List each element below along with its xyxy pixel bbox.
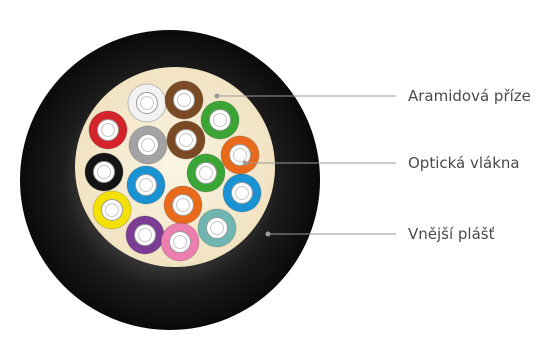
fiber-grey-4: [128, 125, 168, 165]
fiber-red-3: [88, 110, 128, 150]
fiber-inner-ring: [177, 93, 191, 107]
fiber-turquoise-13: [197, 208, 237, 248]
fiber-brown-1: [164, 80, 204, 120]
fiber-core: [173, 89, 195, 111]
fiber-core: [172, 194, 194, 216]
fiber-yellow-12: [92, 190, 132, 230]
fiber-brown-5: [166, 120, 206, 160]
fiber-inner-ring: [140, 96, 154, 110]
fiber-core: [195, 162, 217, 184]
fiber-inner-ring: [138, 228, 152, 242]
fiber-inner-ring: [173, 235, 187, 249]
optical-fibers: [84, 80, 262, 262]
fiber-core: [137, 134, 159, 156]
fiber-core: [134, 224, 156, 246]
fiber-violet-14: [125, 215, 165, 255]
fiber-white-0: [127, 83, 167, 123]
fiber-inner-ring: [141, 138, 155, 152]
fiber-green-9: [186, 153, 226, 193]
fiber-core: [231, 182, 253, 204]
fiber-blue-10: [222, 173, 262, 213]
fiber-core: [101, 199, 123, 221]
fiber-inner-ring: [97, 165, 111, 179]
leader-sheath: [265, 231, 396, 237]
fiber-core: [136, 92, 158, 114]
fiber-orange-6: [220, 135, 260, 175]
fiber-core: [135, 174, 157, 196]
fiber-orange-11: [163, 185, 203, 225]
fiber-inner-ring: [176, 198, 190, 212]
fiber-inner-ring: [105, 203, 119, 217]
fiber-inner-ring: [139, 178, 153, 192]
fiber-core: [209, 109, 231, 131]
fiber-inner-ring: [235, 186, 249, 200]
fiber-core: [97, 119, 119, 141]
fiber-blue-8: [126, 165, 166, 205]
fiber-core: [93, 161, 115, 183]
fiber-inner-ring: [101, 123, 115, 137]
fiber-core: [229, 144, 251, 166]
fiber-inner-ring: [179, 133, 193, 147]
label-fibers: Optická vlákna: [408, 154, 520, 172]
label-aramid: Aramidová příze: [408, 87, 531, 105]
fiber-pink-15: [160, 222, 200, 262]
fiber-inner-ring: [199, 166, 213, 180]
fiber-green-2: [200, 100, 240, 140]
fiber-core: [169, 231, 191, 253]
leader-fibers: [242, 160, 396, 166]
fiber-inner-ring: [213, 113, 227, 127]
fiber-inner-ring: [233, 148, 247, 162]
fiber-black-7: [84, 152, 124, 192]
label-sheath: Vnější plášť: [408, 225, 495, 243]
fiber-core: [206, 217, 228, 239]
leader-aramid: [214, 93, 396, 99]
fiber-inner-ring: [210, 221, 224, 235]
fiber-core: [175, 129, 197, 151]
